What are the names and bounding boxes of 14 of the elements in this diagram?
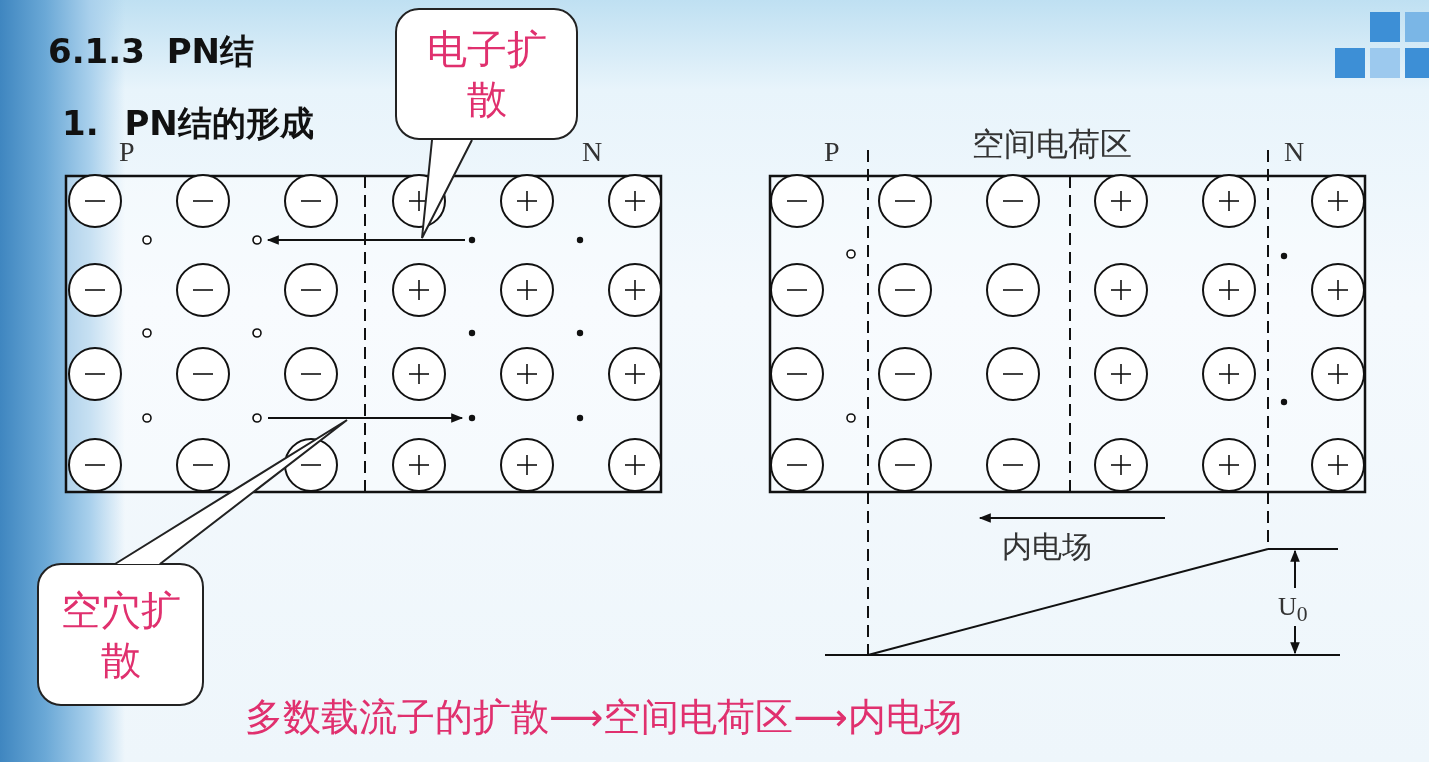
- region-label: 空间电荷区: [972, 128, 1132, 160]
- callout-tail: [114, 419, 348, 565]
- summary-text: 多数载流子的扩散⟶空间电荷区⟶内电场: [245, 698, 962, 736]
- region-label: P: [119, 138, 135, 166]
- voltage-label: U$_{0}$: [1278, 594, 1308, 626]
- callout-tail: [421, 139, 473, 239]
- region-label: N: [1284, 138, 1305, 166]
- callout-bubble: 空穴扩散: [37, 563, 204, 706]
- region-label: N: [582, 138, 603, 166]
- section-heading: 1. PN结的形成: [62, 106, 314, 140]
- slide-title: 6.1.3 PN结: [48, 34, 254, 68]
- region-label: P: [824, 138, 840, 166]
- field-label: 内电场: [1002, 532, 1092, 562]
- callout-bubble: 电子扩散: [395, 8, 578, 140]
